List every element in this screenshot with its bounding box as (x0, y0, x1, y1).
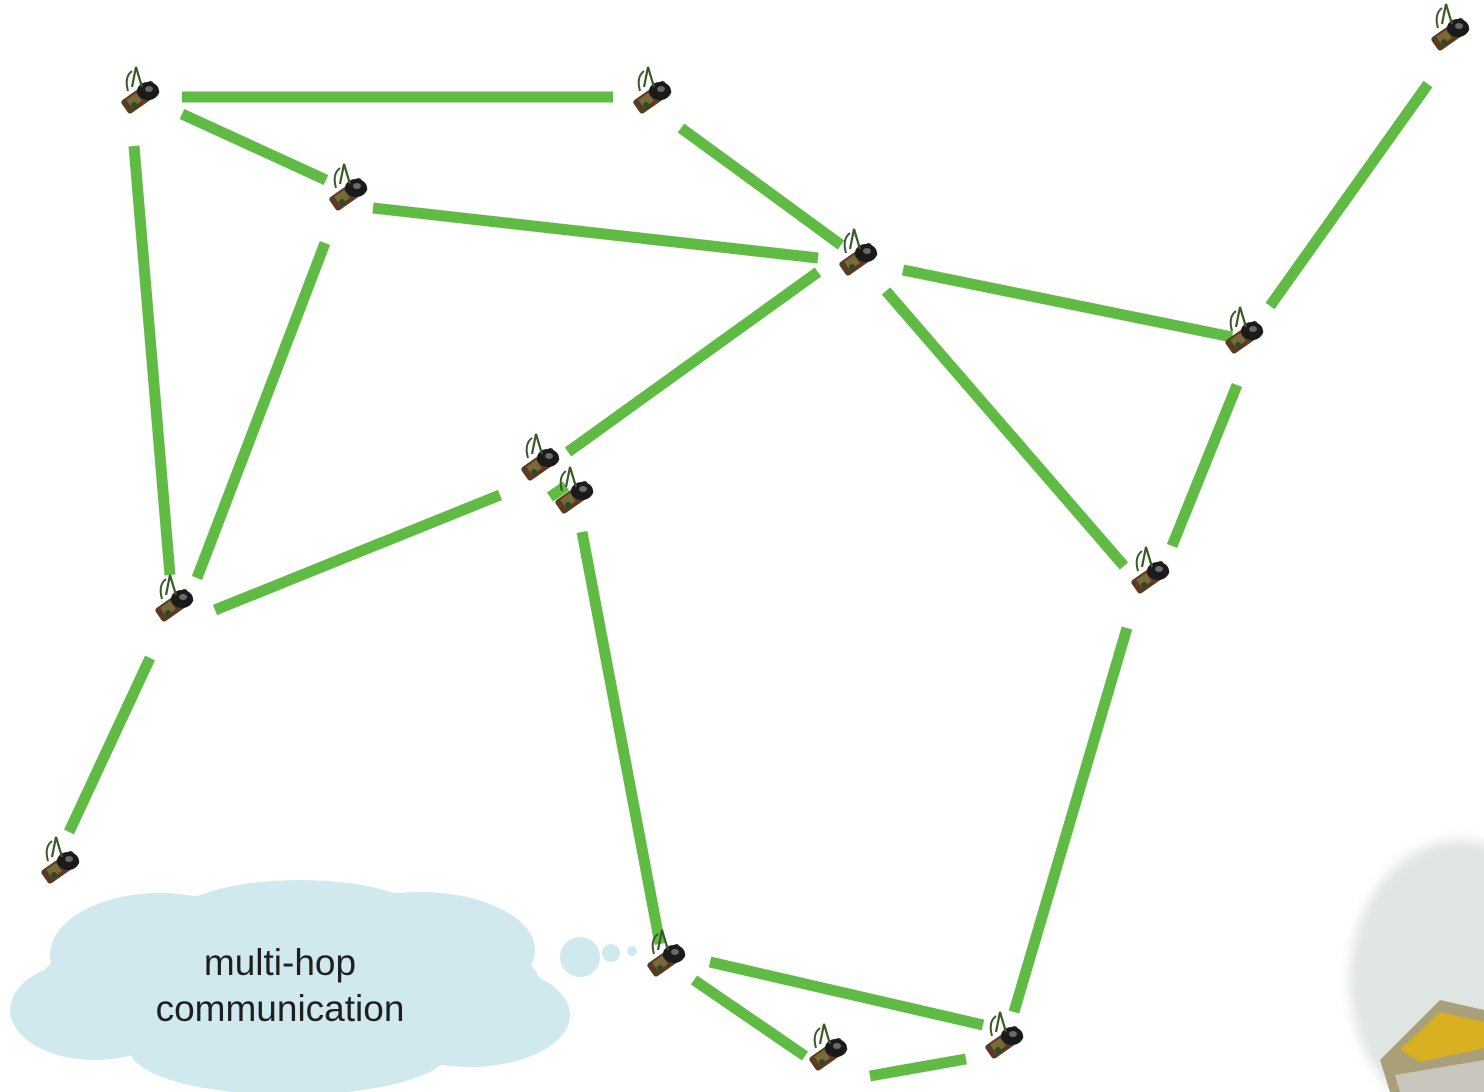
bubble-label: multi-hop communication (60, 940, 500, 1032)
link-6 (677, 123, 845, 250)
link-16 (1008, 626, 1133, 1014)
link-15 (576, 530, 666, 946)
link-9 (881, 287, 1129, 570)
link-5 (191, 241, 331, 580)
link-13 (212, 489, 503, 616)
thought-cloud (10, 880, 637, 1092)
link-12 (546, 481, 570, 502)
link-4 (372, 202, 819, 264)
link-8 (901, 264, 1234, 343)
corner-device-graphic (1350, 840, 1484, 1092)
bubble-label-line-2: communication (155, 988, 405, 1029)
link-3 (128, 145, 176, 576)
link-19 (869, 1053, 967, 1082)
link-14 (64, 655, 155, 835)
sensor-mote-icon-7 (519, 432, 562, 483)
sensor-mote-icon-9 (1129, 545, 1172, 596)
sensor-mote-icon-2 (631, 65, 674, 116)
sensor-mote-icon-11 (39, 835, 82, 886)
sensor-mote-icon-3 (1429, 2, 1472, 53)
bubble-label-line-1: multi-hop (203, 942, 357, 983)
link-18 (690, 975, 809, 1061)
link-11 (1166, 382, 1243, 549)
link-10 (1265, 80, 1433, 310)
link-17 (708, 956, 985, 1031)
sensor-mote-icon-13 (983, 1010, 1026, 1061)
sensor-mote-icon-6 (1223, 305, 1266, 356)
sensor-mote-icon-14 (807, 1022, 850, 1073)
sensor-mote-icon-4 (327, 162, 370, 213)
sensor-mote-icon-5 (837, 227, 880, 278)
sensor-mote-icon-1 (119, 65, 162, 116)
link-group (64, 80, 1433, 1082)
link-2 (179, 109, 329, 185)
sensor-mote-icon-10 (153, 573, 196, 624)
link-7 (564, 267, 822, 457)
sensor-mote-icon-12 (645, 928, 688, 979)
